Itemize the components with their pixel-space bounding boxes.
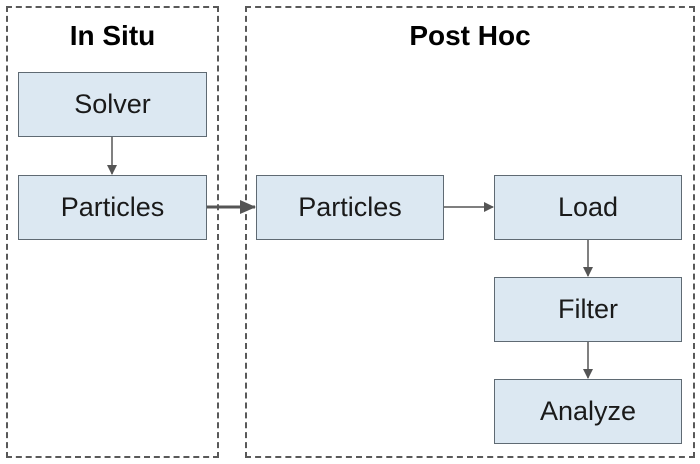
group-in-situ-title: In Situ bbox=[69, 20, 156, 51]
node-analyze: Analyze bbox=[494, 379, 682, 444]
node-load: Load bbox=[494, 175, 682, 240]
node-particles-post-hoc: Particles bbox=[256, 175, 444, 240]
group-in-situ: In Situ bbox=[6, 6, 219, 458]
group-post-hoc: Post Hoc bbox=[245, 6, 695, 458]
node-solver: Solver bbox=[18, 72, 207, 137]
group-post-hoc-title: Post Hoc bbox=[409, 20, 531, 51]
node-filter: Filter bbox=[494, 277, 682, 342]
node-particles-in-situ: Particles bbox=[18, 175, 207, 240]
